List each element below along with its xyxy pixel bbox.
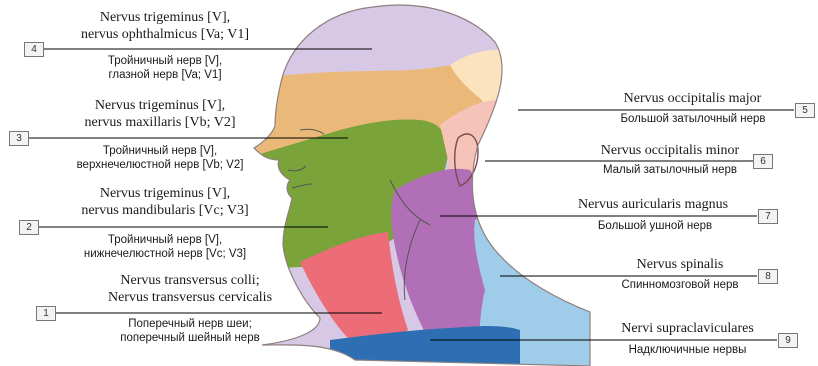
label-mandibular: Nervus trigeminus [V], nervus mandibular…: [45, 186, 285, 219]
latin-line: Nervus transversus cervicalis: [70, 290, 310, 307]
ru-line: Тройничный нерв [V],: [55, 55, 275, 69]
label-ophthalmic: Nervus trigeminus [V], nervus ophthalmic…: [50, 10, 280, 43]
label-auricularis: Nervus auricularis magnus: [553, 197, 753, 214]
latin-line: Nervus trigeminus [V],: [45, 186, 285, 203]
ru-mandibular: Тройничный нерв [V], нижнечелюстной нерв…: [35, 234, 295, 261]
ru-line: верхнечелюстной нерв [Vb; V2]: [30, 159, 290, 173]
latin-line: Nervus auricularis magnus: [553, 197, 753, 214]
ru-supraclaviculares: Надключичные нервы: [600, 344, 775, 358]
number-box-2: 2: [19, 220, 39, 235]
label-spinalis: Nervus spinalis: [600, 257, 760, 274]
ru-spinalis: Спинномозговой нерв: [595, 279, 765, 293]
number-box-5: 5: [795, 103, 815, 118]
ru-auricularis: Большой ушной нерв: [560, 220, 750, 234]
latin-line: nervus maxillaris [Vb; V2]: [45, 115, 275, 132]
label-transversus: Nervus transversus colli; Nervus transve…: [70, 273, 310, 306]
ru-line: глазной нерв [Va; V1]: [55, 69, 275, 83]
label-maxillary: Nervus trigeminus [V], nervus maxillaris…: [45, 98, 275, 131]
label-occipital-major: Nervus occipitalis major: [600, 91, 785, 108]
ru-line: поперечный шейный нерв: [75, 332, 305, 346]
latin-line: Nervi supraclaviculares: [600, 321, 775, 338]
ru-occipital-major: Большой затылочный нерв: [598, 113, 788, 127]
ru-transversus: Поперечный нерв шеи; поперечный шейный н…: [75, 318, 305, 345]
ru-line: Спинномозговой нерв: [595, 279, 765, 293]
ru-maxillary: Тройничный нерв [V], верхнечелюстной нер…: [30, 145, 290, 172]
latin-line: Nervus trigeminus [V],: [45, 98, 275, 115]
ru-line: Большой затылочный нерв: [598, 113, 788, 127]
number-box-7: 7: [758, 209, 778, 224]
latin-line: Nervus trigeminus [V],: [50, 10, 280, 27]
ru-occipital-minor: Малый затылочный нерв: [580, 164, 760, 178]
number-box-4: 4: [24, 42, 44, 57]
latin-line: nervus ophthalmicus [Va; V1]: [50, 27, 280, 44]
ru-line: Большой ушной нерв: [560, 220, 750, 234]
ru-line: Надключичные нервы: [600, 344, 775, 358]
ru-line: нижнечелюстной нерв [Vc; V3]: [35, 248, 295, 262]
ru-ophthalmic: Тройничный нерв [V], глазной нерв [Va; V…: [55, 55, 275, 82]
latin-line: Nervus transversus colli;: [70, 273, 310, 290]
latin-line: Nervus spinalis: [600, 257, 760, 274]
label-supraclaviculares: Nervi supraclaviculares: [600, 321, 775, 338]
ru-line: Поперечный нерв шеи;: [75, 318, 305, 332]
number-box-9: 9: [778, 333, 798, 348]
label-occipital-minor: Nervus occipitalis minor: [580, 143, 760, 160]
latin-line: Nervus occipitalis major: [600, 91, 785, 108]
ru-line: Тройничный нерв [V],: [30, 145, 290, 159]
ru-line: Тройничный нерв [V],: [35, 234, 295, 248]
ru-line: Малый затылочный нерв: [580, 164, 760, 178]
number-box-1: 1: [36, 306, 56, 321]
number-box-3: 3: [9, 131, 29, 146]
latin-line: nervus mandibularis [Vc; V3]: [45, 203, 285, 220]
latin-line: Nervus occipitalis minor: [580, 143, 760, 160]
